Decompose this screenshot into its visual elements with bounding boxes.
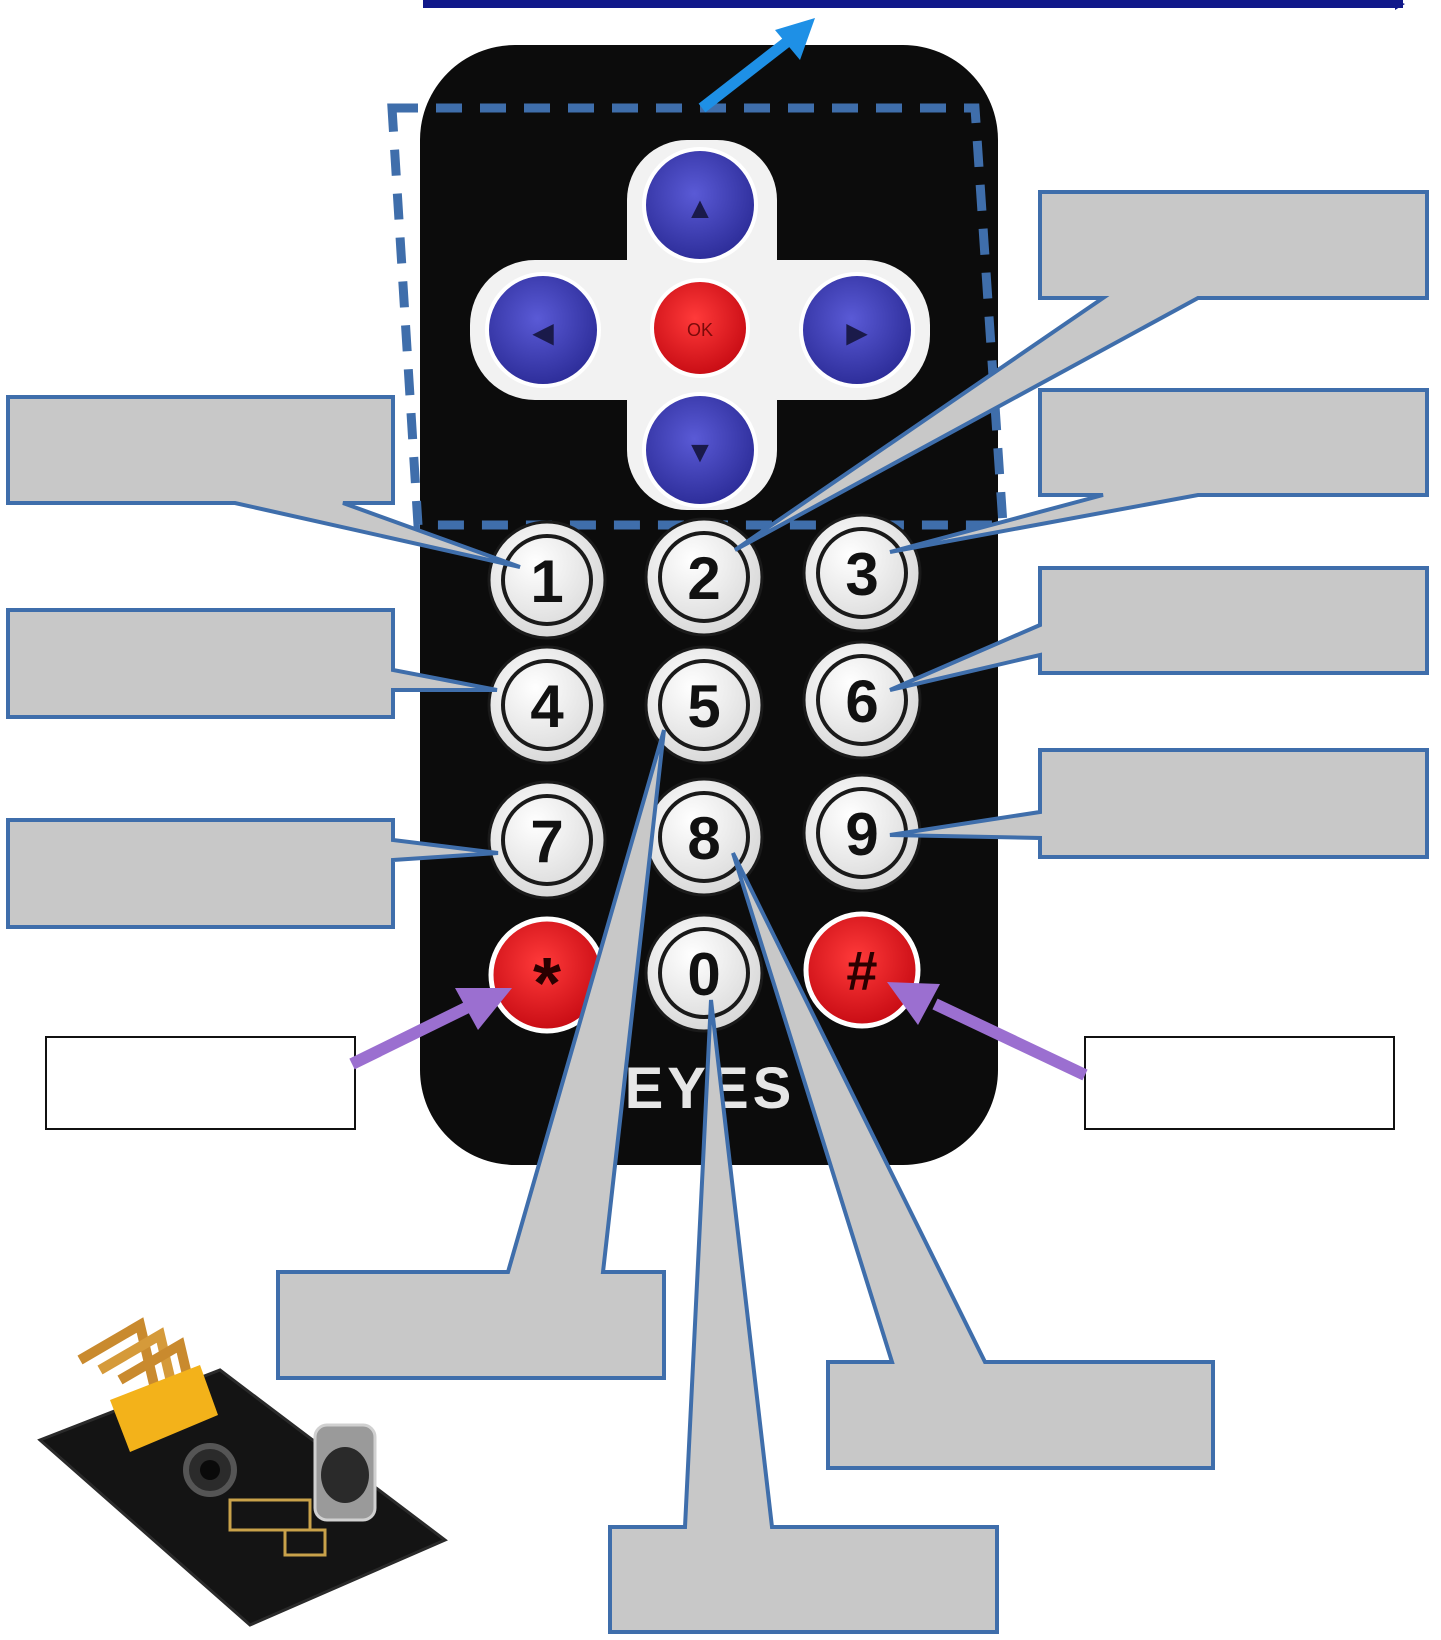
top-header-bar	[423, 0, 1403, 8]
purple-arrow-hash	[887, 982, 1088, 1081]
callout-key-1	[6, 395, 521, 569]
key-3-button[interactable]	[802, 513, 922, 633]
key-0-button[interactable]	[644, 913, 764, 1033]
key-1-label: 1	[530, 548, 563, 615]
key-6-label: 6	[845, 668, 878, 735]
ir-receiver-module-icon	[37, 1317, 448, 1627]
key-3-label: 3	[845, 541, 878, 608]
left-arrow-icon: ◀	[532, 317, 554, 348]
keypad: 1 2 3 4 5 6 7 8 9 * 0 #	[487, 513, 922, 1034]
callout-key-3	[889, 388, 1429, 554]
callout-key-8	[731, 852, 1215, 1470]
key-1-button[interactable]	[487, 520, 607, 640]
callout-key-4	[6, 608, 498, 719]
dpad-dashed-outline	[387, 103, 1008, 530]
key-4-label: 4	[530, 673, 564, 740]
key-8-label: 8	[687, 805, 720, 872]
purple-arrow-star	[349, 988, 512, 1070]
ok-button[interactable]	[650, 278, 750, 378]
down-button[interactable]	[642, 392, 758, 508]
left-button[interactable]	[485, 272, 601, 388]
right-button[interactable]	[799, 272, 915, 388]
callout-key-6	[889, 566, 1429, 692]
callout-key-0	[608, 999, 999, 1634]
callout-key-7	[6, 818, 499, 929]
up-button[interactable]	[642, 147, 758, 263]
ok-label: OK	[687, 320, 713, 340]
key-7-button[interactable]	[487, 780, 607, 900]
key-5-label: 5	[687, 673, 720, 740]
callout-key-2	[733, 190, 1429, 552]
callout-key-9	[889, 748, 1429, 859]
dpad: ▲ ▼ ◀ ▶ OK	[470, 140, 930, 510]
key-star-label: *	[533, 944, 561, 1024]
key-hash-label: #	[846, 939, 877, 1002]
callout-key-5	[276, 729, 666, 1380]
key-7-label: 7	[530, 808, 563, 875]
top-bar-arrowhead	[1395, 0, 1405, 10]
down-arrow-icon: ▼	[685, 436, 715, 469]
key-9-label: 9	[845, 801, 878, 868]
hash-label-box	[1084, 1036, 1395, 1130]
right-arrow-icon: ▶	[846, 317, 868, 348]
blue-up-arrow	[698, 18, 815, 113]
key-hash-button[interactable]	[803, 911, 921, 1029]
key-0-label: 0	[687, 941, 720, 1008]
key-2-button[interactable]	[644, 517, 764, 637]
up-arrow-icon: ▲	[685, 192, 715, 225]
key-2-label: 2	[687, 545, 720, 612]
key-4-button[interactable]	[487, 645, 607, 765]
callout-boxes	[6, 190, 1429, 1634]
star-label-box	[45, 1036, 356, 1130]
key-5-button[interactable]	[644, 645, 764, 765]
key-6-button[interactable]	[802, 640, 922, 760]
